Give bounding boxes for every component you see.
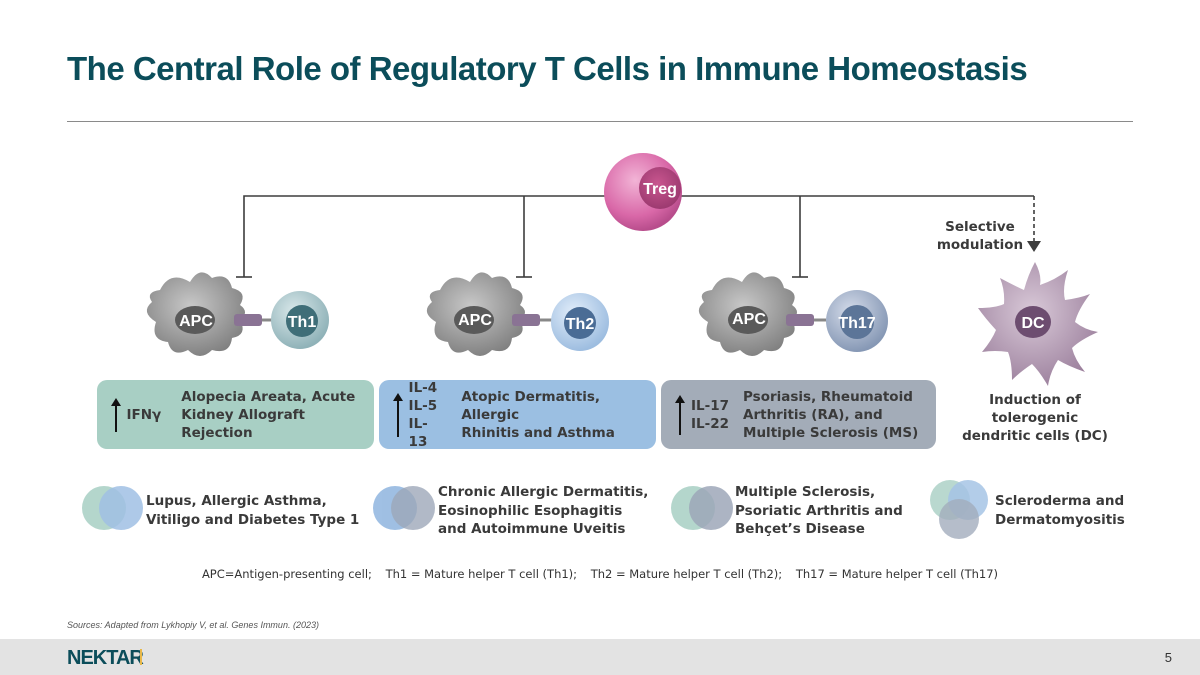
- selective-modulation-line: Selective: [945, 219, 1015, 235]
- th2-disease-box: IL-4 IL-5 IL-13 Atopic Dermatitis, Aller…: [379, 379, 656, 451]
- overlap-all-text: Scleroderma and Dermatomyositis: [995, 492, 1125, 529]
- arrow-up-icon: [109, 397, 123, 432]
- venn-circle-th2: [99, 486, 143, 530]
- cytokine: IFNγ: [126, 406, 162, 423]
- venn-th1-th2-th17: [930, 480, 988, 539]
- receptor-complex-icon: [234, 314, 262, 326]
- dendritic-cell: DC: [978, 262, 1098, 386]
- disease-line: Arthritis (RA), and: [743, 406, 883, 423]
- disease-list: Alopecia Areata, Acute Kidney Allograft …: [181, 388, 374, 442]
- disease-line: Psoriasis, Rheumatoid: [743, 388, 913, 405]
- overlap-line: Lupus, Allergic Asthma,: [146, 493, 327, 509]
- receptor-complex-icon: [786, 314, 814, 326]
- overlap-line: Scleroderma and: [995, 493, 1125, 509]
- cytokine-list: IFNγ: [127, 406, 162, 424]
- disease-line: Multiple Sclerosis (MS): [743, 424, 919, 441]
- logo-divider: [140, 649, 142, 665]
- dc-line: tolerogenic: [991, 410, 1079, 426]
- cytokine: IL-22: [691, 415, 730, 432]
- venn-th2-th17: [373, 486, 435, 530]
- th2-label: Th2: [566, 316, 595, 333]
- slide-title: The Central Role of Regulatory T Cells i…: [67, 50, 1028, 87]
- overlap-th1-th2-text: Lupus, Allergic Asthma, Vitiligo and Dia…: [146, 492, 359, 529]
- apc-label: APC: [732, 311, 766, 328]
- overlap-th1-th17-text: Multiple Sclerosis, Psoriatic Arthritis …: [735, 483, 903, 539]
- disease-list: Atopic Dermatitis, Allergic Rhinitis and…: [461, 388, 656, 442]
- overlap-line: Multiple Sclerosis,: [735, 484, 876, 500]
- legend-item: APC=Antigen-presenting cell;: [201, 567, 372, 581]
- treg-cell: Treg: [604, 153, 682, 231]
- receptor-complex-icon: [512, 314, 540, 326]
- title-divider: [67, 121, 1133, 122]
- footer-bar: [0, 639, 1200, 675]
- dc-line: Induction of: [989, 392, 1081, 408]
- venn-circle-th17: [939, 499, 979, 539]
- abbreviation-legend: APC=Antigen-presenting cell; Th1 = Matur…: [0, 567, 1200, 581]
- cytokine-list: IL-4 IL-5 IL-13: [409, 379, 446, 451]
- venn-circle-th17: [689, 486, 733, 530]
- disease-line: Rhinitis and Asthma: [461, 424, 615, 441]
- sources-note: Sources: Adapted from Lykhopiy V, et al.…: [67, 620, 319, 630]
- th17-disease-box: IL-17 IL-22 Psoriasis, Rheumatoid Arthri…: [661, 380, 936, 449]
- overlap-th2-th17-text: Chronic Allergic Dermatitis, Eosinophili…: [438, 483, 648, 539]
- connector-th1: [243, 195, 607, 277]
- disease-line: Atopic Dermatitis, Allergic: [461, 388, 601, 423]
- apc-label: APC: [458, 312, 492, 329]
- overlap-line: Vitiligo and Diabetes Type 1: [146, 511, 360, 528]
- legend-item: Th17 = Mature helper T cell (Th17): [795, 567, 999, 581]
- apc-th1-pair: APC Th1: [146, 272, 329, 356]
- apc-th2-pair: APC Th2: [426, 272, 609, 356]
- cytokine: IL-13: [408, 415, 428, 450]
- overlap-line: Eosinophilic Esophagitis: [438, 502, 623, 519]
- selective-modulation-label: Selective modulation: [920, 218, 1040, 254]
- arrow-down-icon: [1027, 241, 1041, 252]
- dc-label: DC: [1021, 315, 1045, 332]
- overlap-line: Chronic Allergic Dermatitis,: [438, 484, 649, 500]
- nektar-logo: NEKTAR: [67, 647, 144, 669]
- page-number: 5: [1164, 650, 1172, 665]
- inhibition-connectors: [236, 195, 1035, 278]
- disease-line: Kidney Allograft Rejection: [181, 406, 306, 441]
- legend-item: Th1 = Mature helper T cell (Th1);: [385, 567, 578, 581]
- treg-label: Treg: [643, 181, 677, 198]
- legend-item: Th2 = Mature helper T cell (Th2);: [590, 567, 783, 581]
- cytokine-list: IL-17 IL-22: [691, 397, 729, 433]
- disease-list: Psoriasis, Rheumatoid Arthritis (RA), an…: [743, 388, 918, 442]
- th17-label: Th17: [838, 315, 875, 332]
- apc-th17-pair: APC Th17: [698, 272, 888, 356]
- arrow-up-icon: [391, 392, 405, 437]
- overlap-line: Behçet’s Disease: [735, 521, 865, 537]
- venn-th1-th2: [82, 486, 143, 530]
- dc-line: dendritic cells (DC): [962, 428, 1108, 444]
- cytokine: IL-4: [408, 379, 438, 396]
- apc-label: APC: [179, 313, 213, 330]
- overlap-line: Psoriatic Arthritis and: [735, 502, 903, 519]
- venn-th1-th17: [671, 486, 733, 530]
- cytokine: IL-5: [408, 397, 438, 414]
- overlap-line: Dermatomyositis: [995, 511, 1125, 528]
- th1-disease-box: IFNγ Alopecia Areata, Acute Kidney Allog…: [97, 380, 374, 449]
- arrow-up-icon: [673, 394, 687, 435]
- venn-circle-th17: [391, 486, 435, 530]
- overlap-line: and Autoimmune Uveitis: [438, 521, 626, 537]
- disease-line: Alopecia Areata, Acute: [181, 388, 356, 405]
- dc-description: Induction of tolerogenic dendritic cells…: [955, 391, 1115, 445]
- cytokine: IL-17: [691, 397, 730, 414]
- th1-label: Th1: [288, 314, 317, 331]
- selective-modulation-line: modulation: [936, 237, 1024, 253]
